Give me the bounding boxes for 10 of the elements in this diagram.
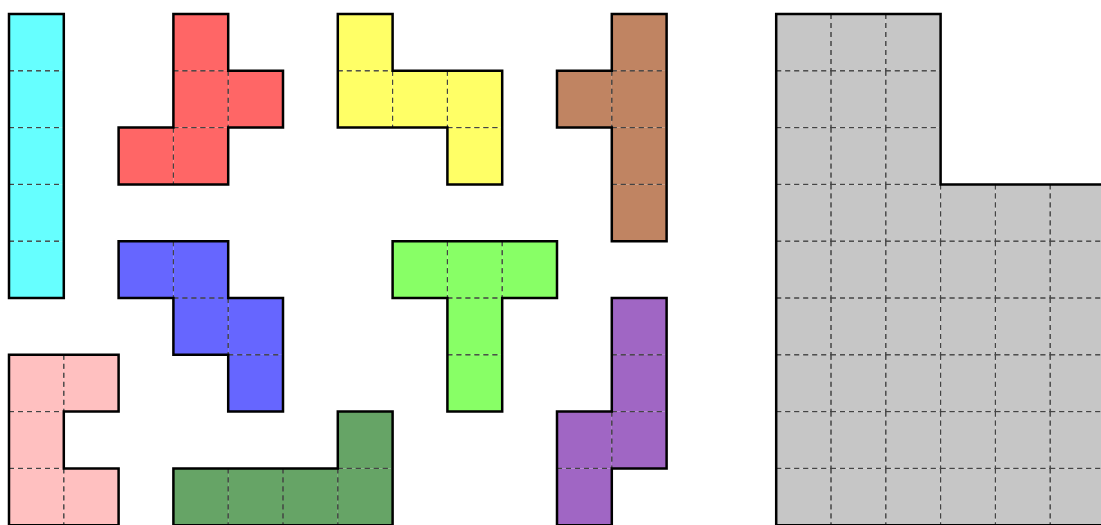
pentomino-tile — [172, 410, 394, 525]
pentomino-tile — [555, 296, 668, 525]
pentomino-tile — [336, 12, 504, 186]
pentomino-tile — [7, 12, 66, 300]
game-board — [774, 12, 1101, 525]
pentomino-tile — [555, 12, 668, 243]
pentomino-tile — [391, 239, 559, 413]
pentomino-tile — [117, 12, 285, 186]
pentomino-tile — [7, 353, 120, 525]
pentomino-tile — [117, 239, 285, 413]
